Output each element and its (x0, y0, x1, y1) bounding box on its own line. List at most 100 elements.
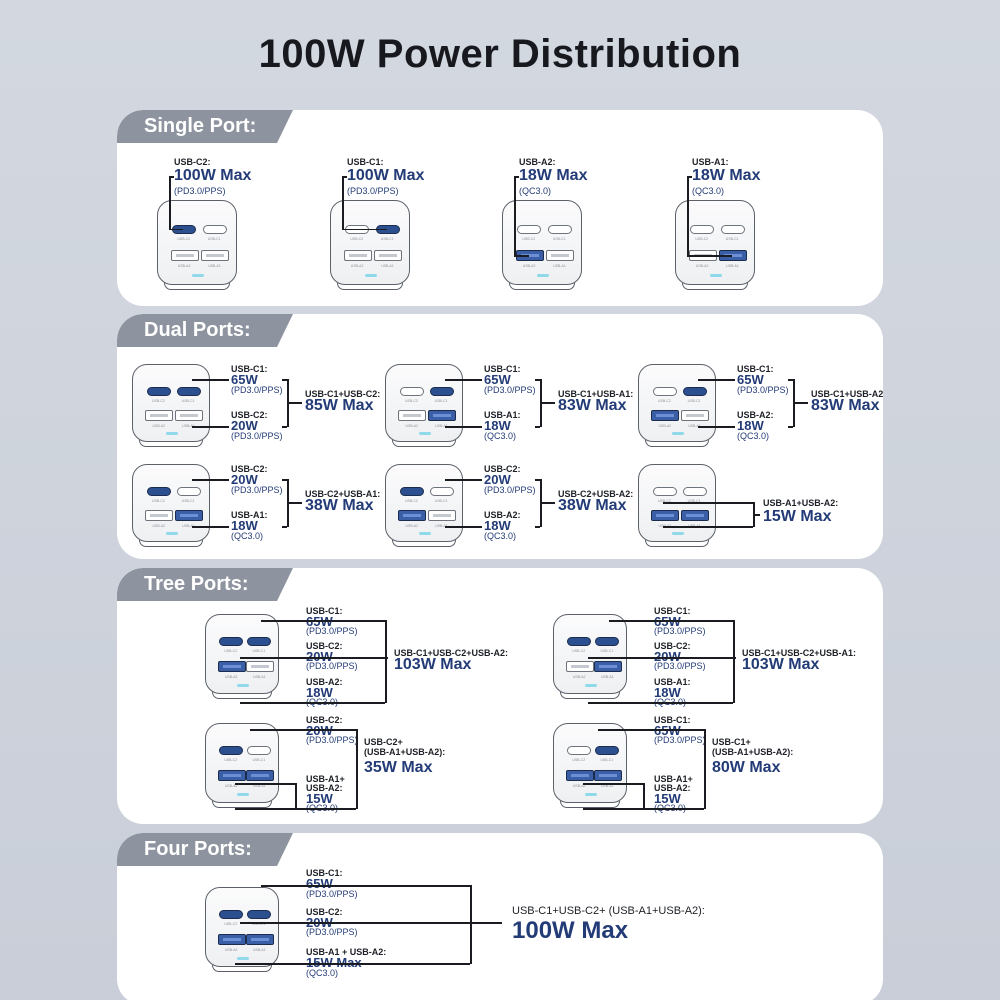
usb-c2-port (219, 910, 244, 920)
usb-c2-port (567, 746, 592, 756)
connector-line (753, 514, 760, 516)
usb-a2-label: USB-A2 (177, 264, 191, 269)
connector-line (650, 657, 736, 659)
connector-line (282, 379, 287, 381)
usb-c1-port (247, 637, 272, 647)
combo-total: 15W Max (763, 508, 832, 525)
indicator-light (166, 532, 178, 536)
connector-line (514, 176, 516, 256)
combo-total: 38W Max (305, 497, 374, 514)
port1-name: USB-C1: (484, 364, 521, 374)
indicator-light (585, 792, 597, 796)
combo-label-a: USB-C2+ (364, 737, 403, 747)
usb-a2-port (145, 410, 174, 422)
port1-name: USB-C1: (654, 715, 691, 725)
usb-a2-port (565, 770, 594, 782)
connector-line (793, 402, 808, 404)
section-tab-dual: Dual Ports: (117, 314, 293, 347)
usb-c2-label: USB-C2 (350, 236, 364, 241)
port2-protocol: (QC3.0) (231, 531, 264, 541)
connector-line (282, 479, 287, 481)
connector-line (240, 657, 302, 659)
combo-total: 38W Max (558, 497, 627, 514)
usb-c1-port (176, 386, 201, 396)
usb-c2-label: USB-C2 (572, 758, 586, 763)
port-protocol: (PD3.0/PPS) (174, 186, 226, 196)
connector-line (687, 176, 689, 256)
usb-c1-port (247, 746, 272, 756)
usb-a2-port (651, 510, 680, 522)
connector-line (609, 620, 733, 622)
usb-c1-port (682, 486, 707, 496)
usb-a2-label: USB-A2 (224, 948, 238, 953)
port1-protocol: (PD3.0/PPS) (231, 485, 283, 495)
port1-protocol: (PD3.0/PPS) (484, 485, 536, 495)
port-wattage: 18W Max (519, 167, 588, 184)
port1-wattage: 65W (484, 372, 511, 387)
connector-line (788, 426, 793, 428)
port1-name: USB-C1: (654, 606, 691, 616)
port1-name: USB-C2: (306, 715, 343, 725)
combo-label-a: USB-C1+ (712, 737, 751, 747)
usb-c1-label: USB-C1 (181, 498, 195, 503)
indicator-light (237, 792, 249, 796)
port1-protocol: (PD3.0/PPS) (654, 735, 706, 745)
usb-a1-label: USB-A1 (252, 784, 266, 789)
combo-label: USB-A1+USB-A2: (763, 498, 839, 508)
connector-line (445, 479, 482, 481)
usb-c1-label: USB-C1 (434, 498, 448, 503)
port3-wattage: 15W Max (306, 955, 362, 970)
indicator-light (537, 274, 549, 278)
connector-line (240, 922, 302, 924)
connector-line (535, 426, 540, 428)
usb-a1-port (681, 410, 710, 422)
usb-c2-label: USB-C2 (224, 922, 238, 927)
indicator-light (672, 532, 684, 536)
usb-c1-port (429, 486, 454, 496)
combo-total: 80W Max (712, 759, 781, 776)
usb-a1-label: USB-A1 (600, 784, 614, 789)
connector-line (588, 702, 733, 704)
port1-wattage: 65W (306, 614, 333, 629)
usb-a1-label: USB-A1 (381, 264, 394, 269)
connector-line (583, 783, 643, 785)
usb-c2-port (147, 386, 172, 396)
usb-a2-port (343, 250, 372, 262)
usb-c2-port (147, 486, 172, 496)
connector-line (535, 379, 540, 381)
usb-c2-label: USB-C2 (224, 649, 238, 654)
port1-wattage: 20W (231, 472, 258, 487)
port2-protocol: (PD3.0/PPS) (654, 661, 706, 671)
port3-name: USB-A1 + USB-A2: (306, 947, 387, 957)
usb-a2-label: USB-A2 (405, 524, 419, 529)
connector-line (535, 479, 540, 481)
usb-a1-label: USB-A1 (435, 524, 448, 529)
port2-wattage: 18W (484, 518, 511, 533)
usb-a1-port (175, 510, 204, 522)
section-tab-tree: Tree Ports: (117, 568, 293, 601)
port1-wattage: 20W (306, 723, 333, 738)
connector-line (342, 176, 347, 178)
connector-line (250, 729, 356, 731)
port1-wattage: 65W (654, 723, 681, 738)
port2-name-a: USB-A1+ (654, 774, 693, 784)
port2-protocol: (QC3.0) (737, 431, 770, 441)
usb-c2-label: USB-C2 (177, 236, 191, 241)
usb-a1-label: USB-A1 (208, 264, 221, 269)
combo-total: 103W Max (394, 656, 472, 673)
port1-protocol: (PD3.0/PPS) (484, 385, 536, 395)
usb-c1-port (720, 224, 745, 234)
connector-line (342, 228, 387, 231)
usb-a1-port (593, 661, 622, 673)
usb-a2-port (398, 510, 427, 522)
port-protocol: (QC3.0) (692, 186, 725, 196)
connector-line (169, 176, 171, 229)
usb-c1-port (247, 910, 272, 920)
usb-c2-port (690, 224, 715, 234)
port2-protocol: (QC3.0) (484, 431, 517, 441)
